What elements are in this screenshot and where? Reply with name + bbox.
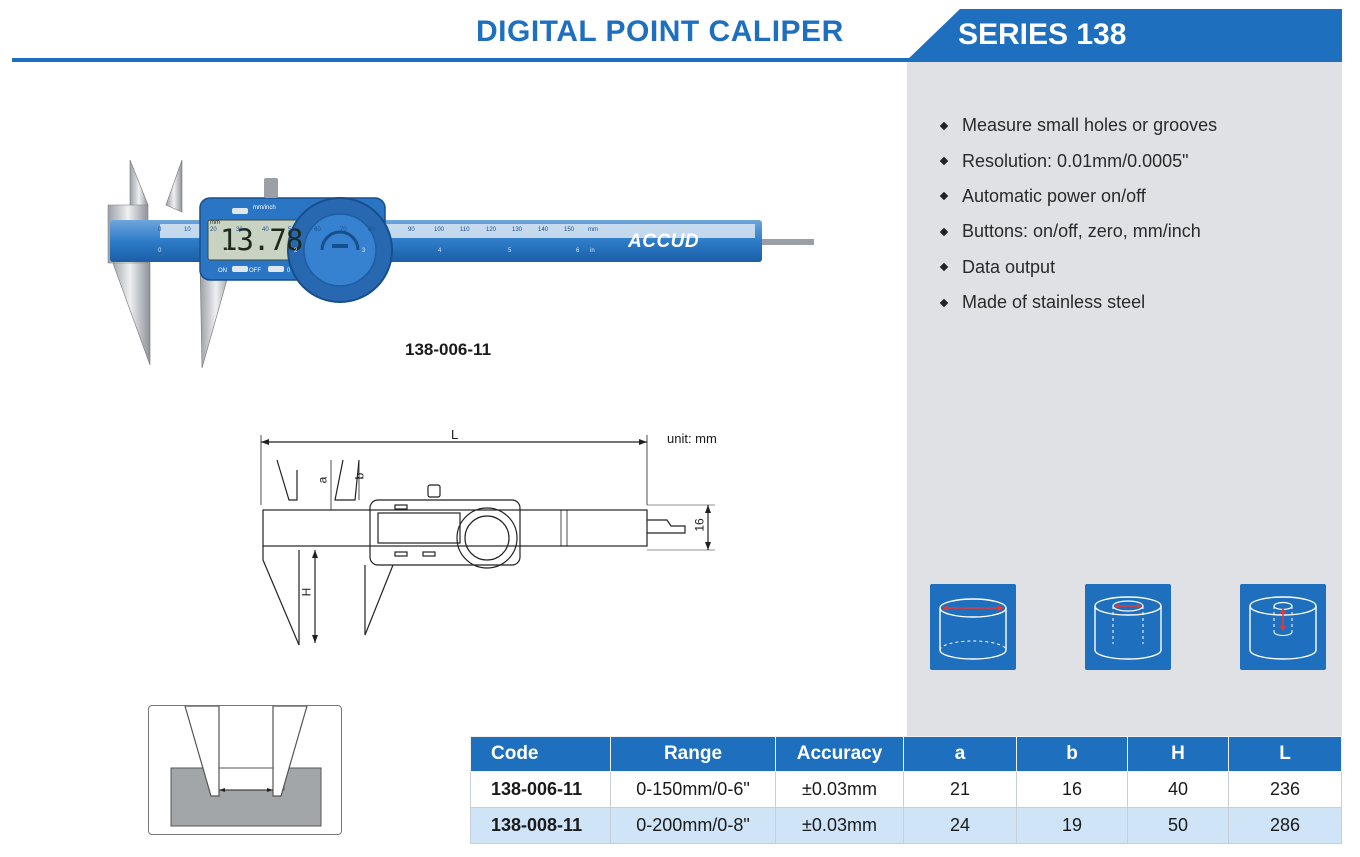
inch-unit-label: in bbox=[590, 248, 595, 254]
cell-code: 138-006-11 bbox=[470, 771, 611, 808]
unit-label: unit: mm bbox=[667, 431, 717, 446]
zero-button-label: 0 bbox=[287, 268, 291, 274]
dim-label-16: 16 bbox=[692, 518, 707, 532]
inch-tick-label: 5 bbox=[508, 248, 512, 254]
outside-measure-icon bbox=[930, 584, 1016, 670]
scale-tick-label: 20 bbox=[210, 227, 217, 233]
feature-item: Made of stainless steel bbox=[937, 285, 1217, 320]
scale-tick-label: 40 bbox=[262, 227, 269, 233]
col-header-accuracy: Accuracy bbox=[775, 736, 904, 772]
inch-tick-label: 3 bbox=[362, 248, 366, 254]
feature-item: Resolution: 0.01mm/0.0005" bbox=[937, 143, 1217, 178]
series-tab bbox=[905, 9, 1342, 62]
scale-tick-label: 10 bbox=[184, 227, 191, 233]
feature-list: Measure small holes or grooves Resolutio… bbox=[937, 108, 1217, 320]
scale-tick-label: 30 bbox=[236, 227, 243, 233]
feature-item: Buttons: on/off, zero, mm/inch bbox=[937, 214, 1217, 249]
cell-code: 138-008-11 bbox=[470, 807, 611, 844]
inside-measure-icon bbox=[1085, 584, 1171, 670]
lcd-unit: mm bbox=[210, 220, 220, 226]
table-row: 138-008-11 0-200mm/0-8" ±0.03mm 24 19 50… bbox=[470, 807, 1342, 844]
col-header-b: b bbox=[1016, 736, 1128, 772]
scale-tick-label: 80 bbox=[368, 227, 375, 233]
scale-tick-label: 50 bbox=[288, 227, 295, 233]
inch-tick-label: 0 bbox=[158, 248, 162, 254]
mode-label: mm/inch bbox=[253, 205, 276, 211]
depth-measure-icon bbox=[1240, 584, 1326, 670]
col-header-h: H bbox=[1127, 736, 1229, 772]
inch-tick-label: 6 bbox=[576, 248, 580, 254]
scale-tick-label: 70 bbox=[340, 227, 347, 233]
off-button-label: OFF bbox=[249, 268, 261, 274]
scale-tick-label: 120 bbox=[486, 227, 497, 233]
cell-l: 236 bbox=[1228, 771, 1342, 808]
col-header-range: Range bbox=[610, 736, 776, 772]
series-label: SERIES 138 bbox=[958, 18, 1127, 51]
inch-ticks: 0 1 2 3 4 5 6 in bbox=[158, 248, 758, 258]
scale-tick-label: 100 bbox=[434, 227, 445, 233]
dim-label-H: H bbox=[299, 587, 314, 597]
scale-tick-label: 60 bbox=[314, 227, 321, 233]
scale-tick-label: 90 bbox=[408, 227, 415, 233]
cell-accuracy: ±0.03mm bbox=[775, 807, 904, 844]
scale-ticks: 0 10 20 30 40 50 60 70 80 90 100 110 120… bbox=[158, 227, 758, 237]
dim-label-b: b bbox=[352, 472, 367, 480]
header-rule bbox=[12, 58, 1342, 62]
feature-item: Data output bbox=[937, 250, 1217, 285]
col-header-a: a bbox=[903, 736, 1017, 772]
cell-accuracy: ±0.03mm bbox=[775, 771, 904, 808]
cell-range: 0-150mm/0-6" bbox=[610, 771, 776, 808]
cell-b: 16 bbox=[1016, 771, 1128, 808]
scale-tick-label: 130 bbox=[512, 227, 523, 233]
cell-a: 21 bbox=[903, 771, 1017, 808]
scale-tick-label: 150 bbox=[564, 227, 575, 233]
inch-tick-label: 1 bbox=[226, 248, 230, 254]
brand-logo: ACCUD bbox=[628, 231, 700, 252]
lcd-reading: 13.78 bbox=[220, 223, 303, 257]
cell-l: 286 bbox=[1228, 807, 1342, 844]
feature-item: Measure small holes or grooves bbox=[937, 108, 1217, 143]
table-header-row: Code Range Accuracy a b H L bbox=[470, 736, 1342, 772]
page-title: DIGITAL POINT CALIPER bbox=[476, 15, 844, 48]
scale-tick-label: 0 bbox=[158, 227, 162, 233]
cell-a: 24 bbox=[903, 807, 1017, 844]
cell-h: 50 bbox=[1127, 807, 1229, 844]
scale-tick-label: 110 bbox=[460, 227, 470, 233]
feature-item: Automatic power on/off bbox=[937, 179, 1217, 214]
model-caption: 138-006-11 bbox=[405, 340, 492, 359]
scale-unit-label: mm bbox=[588, 227, 598, 233]
dimension-diagram: L a b H 16 bbox=[255, 425, 725, 655]
cell-b: 19 bbox=[1016, 807, 1128, 844]
scale-tick-label: 140 bbox=[538, 227, 549, 233]
spec-table: Code Range Accuracy a b H L 138-006-11 0… bbox=[470, 736, 1342, 844]
cell-range: 0-200mm/0-8" bbox=[610, 807, 776, 844]
inch-tick-label: 2 bbox=[294, 248, 298, 254]
col-header-code: Code bbox=[470, 736, 611, 772]
inch-tick-label: 4 bbox=[438, 248, 442, 254]
caliper-photo: 13.78 mm mm/inch ON OFF 0 ACCUD 0 10 20 … bbox=[100, 150, 820, 380]
table-row: 138-006-11 0-150mm/0-6" ±0.03mm 21 16 40… bbox=[470, 771, 1342, 808]
dim-label-L: L bbox=[451, 427, 459, 442]
groove-measure-illustration bbox=[148, 705, 342, 835]
on-button-label: ON bbox=[218, 268, 227, 274]
dim-label-a: a bbox=[315, 476, 330, 484]
cell-h: 40 bbox=[1127, 771, 1229, 808]
col-header-l: L bbox=[1228, 736, 1342, 772]
